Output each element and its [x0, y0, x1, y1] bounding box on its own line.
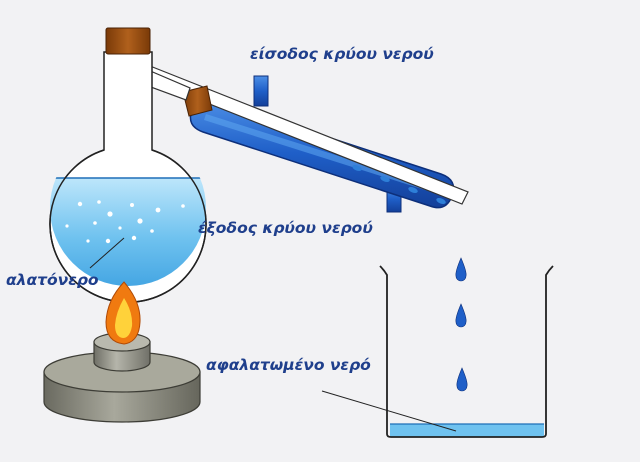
condenser — [143, 65, 469, 213]
burner-icon — [43, 332, 201, 423]
falling-drops — [455, 257, 468, 392]
cold-water-inlet-tube — [253, 75, 269, 107]
flask-cork — [105, 27, 151, 55]
beaker-icon — [379, 265, 554, 438]
round-bottom-flask-icon — [49, 27, 207, 303]
label-cold-water-out: έξοδος κρύου νερού — [198, 219, 373, 237]
water-drop-icon — [456, 367, 468, 392]
desalinated-water-leader — [321, 390, 457, 432]
water-drop-icon — [455, 257, 467, 282]
label-cold-water-in: είσοδος κρύου νερού — [250, 45, 434, 63]
water-drop-icon — [455, 303, 467, 328]
flame-icon — [105, 281, 141, 345]
salt-water-leader — [89, 237, 125, 269]
label-desalinated-water: αφαλατωμένο νερό — [206, 356, 371, 374]
label-salt-water: αλατόνερο — [6, 271, 99, 289]
desalinated-water-liquid — [390, 424, 544, 437]
condenser-cork — [182, 85, 213, 117]
